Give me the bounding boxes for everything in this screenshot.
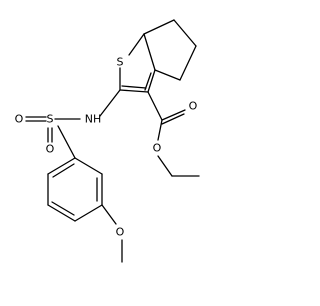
ester-group (147, 91, 200, 177)
bond (161, 113, 185, 125)
bond (99, 89, 121, 117)
benzene-ring (47, 157, 103, 222)
bond (157, 119, 163, 141)
bond (147, 69, 156, 93)
bond (161, 109, 186, 121)
bond (57, 125, 76, 159)
atom-sulfonyl-s: S (47, 113, 54, 126)
atom-carbonyl-oxygen: O (189, 100, 198, 113)
atom-methoxy-oxygen: O (116, 226, 125, 239)
bond (173, 19, 197, 47)
bond (47, 157, 76, 175)
atom-nh: NH (85, 113, 102, 126)
bond (147, 91, 163, 121)
bond (121, 85, 147, 89)
bond (74, 204, 103, 222)
bond (52, 163, 75, 178)
bond (157, 155, 173, 177)
bond (119, 89, 149, 93)
atom-labels: S NH S O O O O O (15, 56, 198, 239)
bond (128, 33, 145, 56)
bond (144, 72, 152, 91)
cyclopentane-ring (143, 19, 197, 81)
bond (143, 33, 156, 71)
atom-sulfonyl-oxygen-bottom: O (46, 143, 55, 156)
bond (47, 204, 76, 222)
bond (101, 204, 117, 225)
atom-sulfur-ring: S (117, 56, 124, 69)
molecule-drawing: S NH S O O O O O (15, 19, 200, 263)
methoxy-group (101, 204, 123, 263)
bond (143, 19, 175, 35)
structure-canvas: S NH S O O O O O (15, 19, 200, 263)
bond (154, 69, 181, 81)
bond (74, 157, 103, 175)
bond (51, 201, 75, 216)
bond (179, 45, 197, 81)
atom-ester-oxygen: O (153, 142, 162, 155)
sulfonamide-group (25, 89, 121, 159)
atom-sulfonyl-oxygen-left: O (15, 113, 24, 126)
thiophene-ring (119, 33, 156, 93)
